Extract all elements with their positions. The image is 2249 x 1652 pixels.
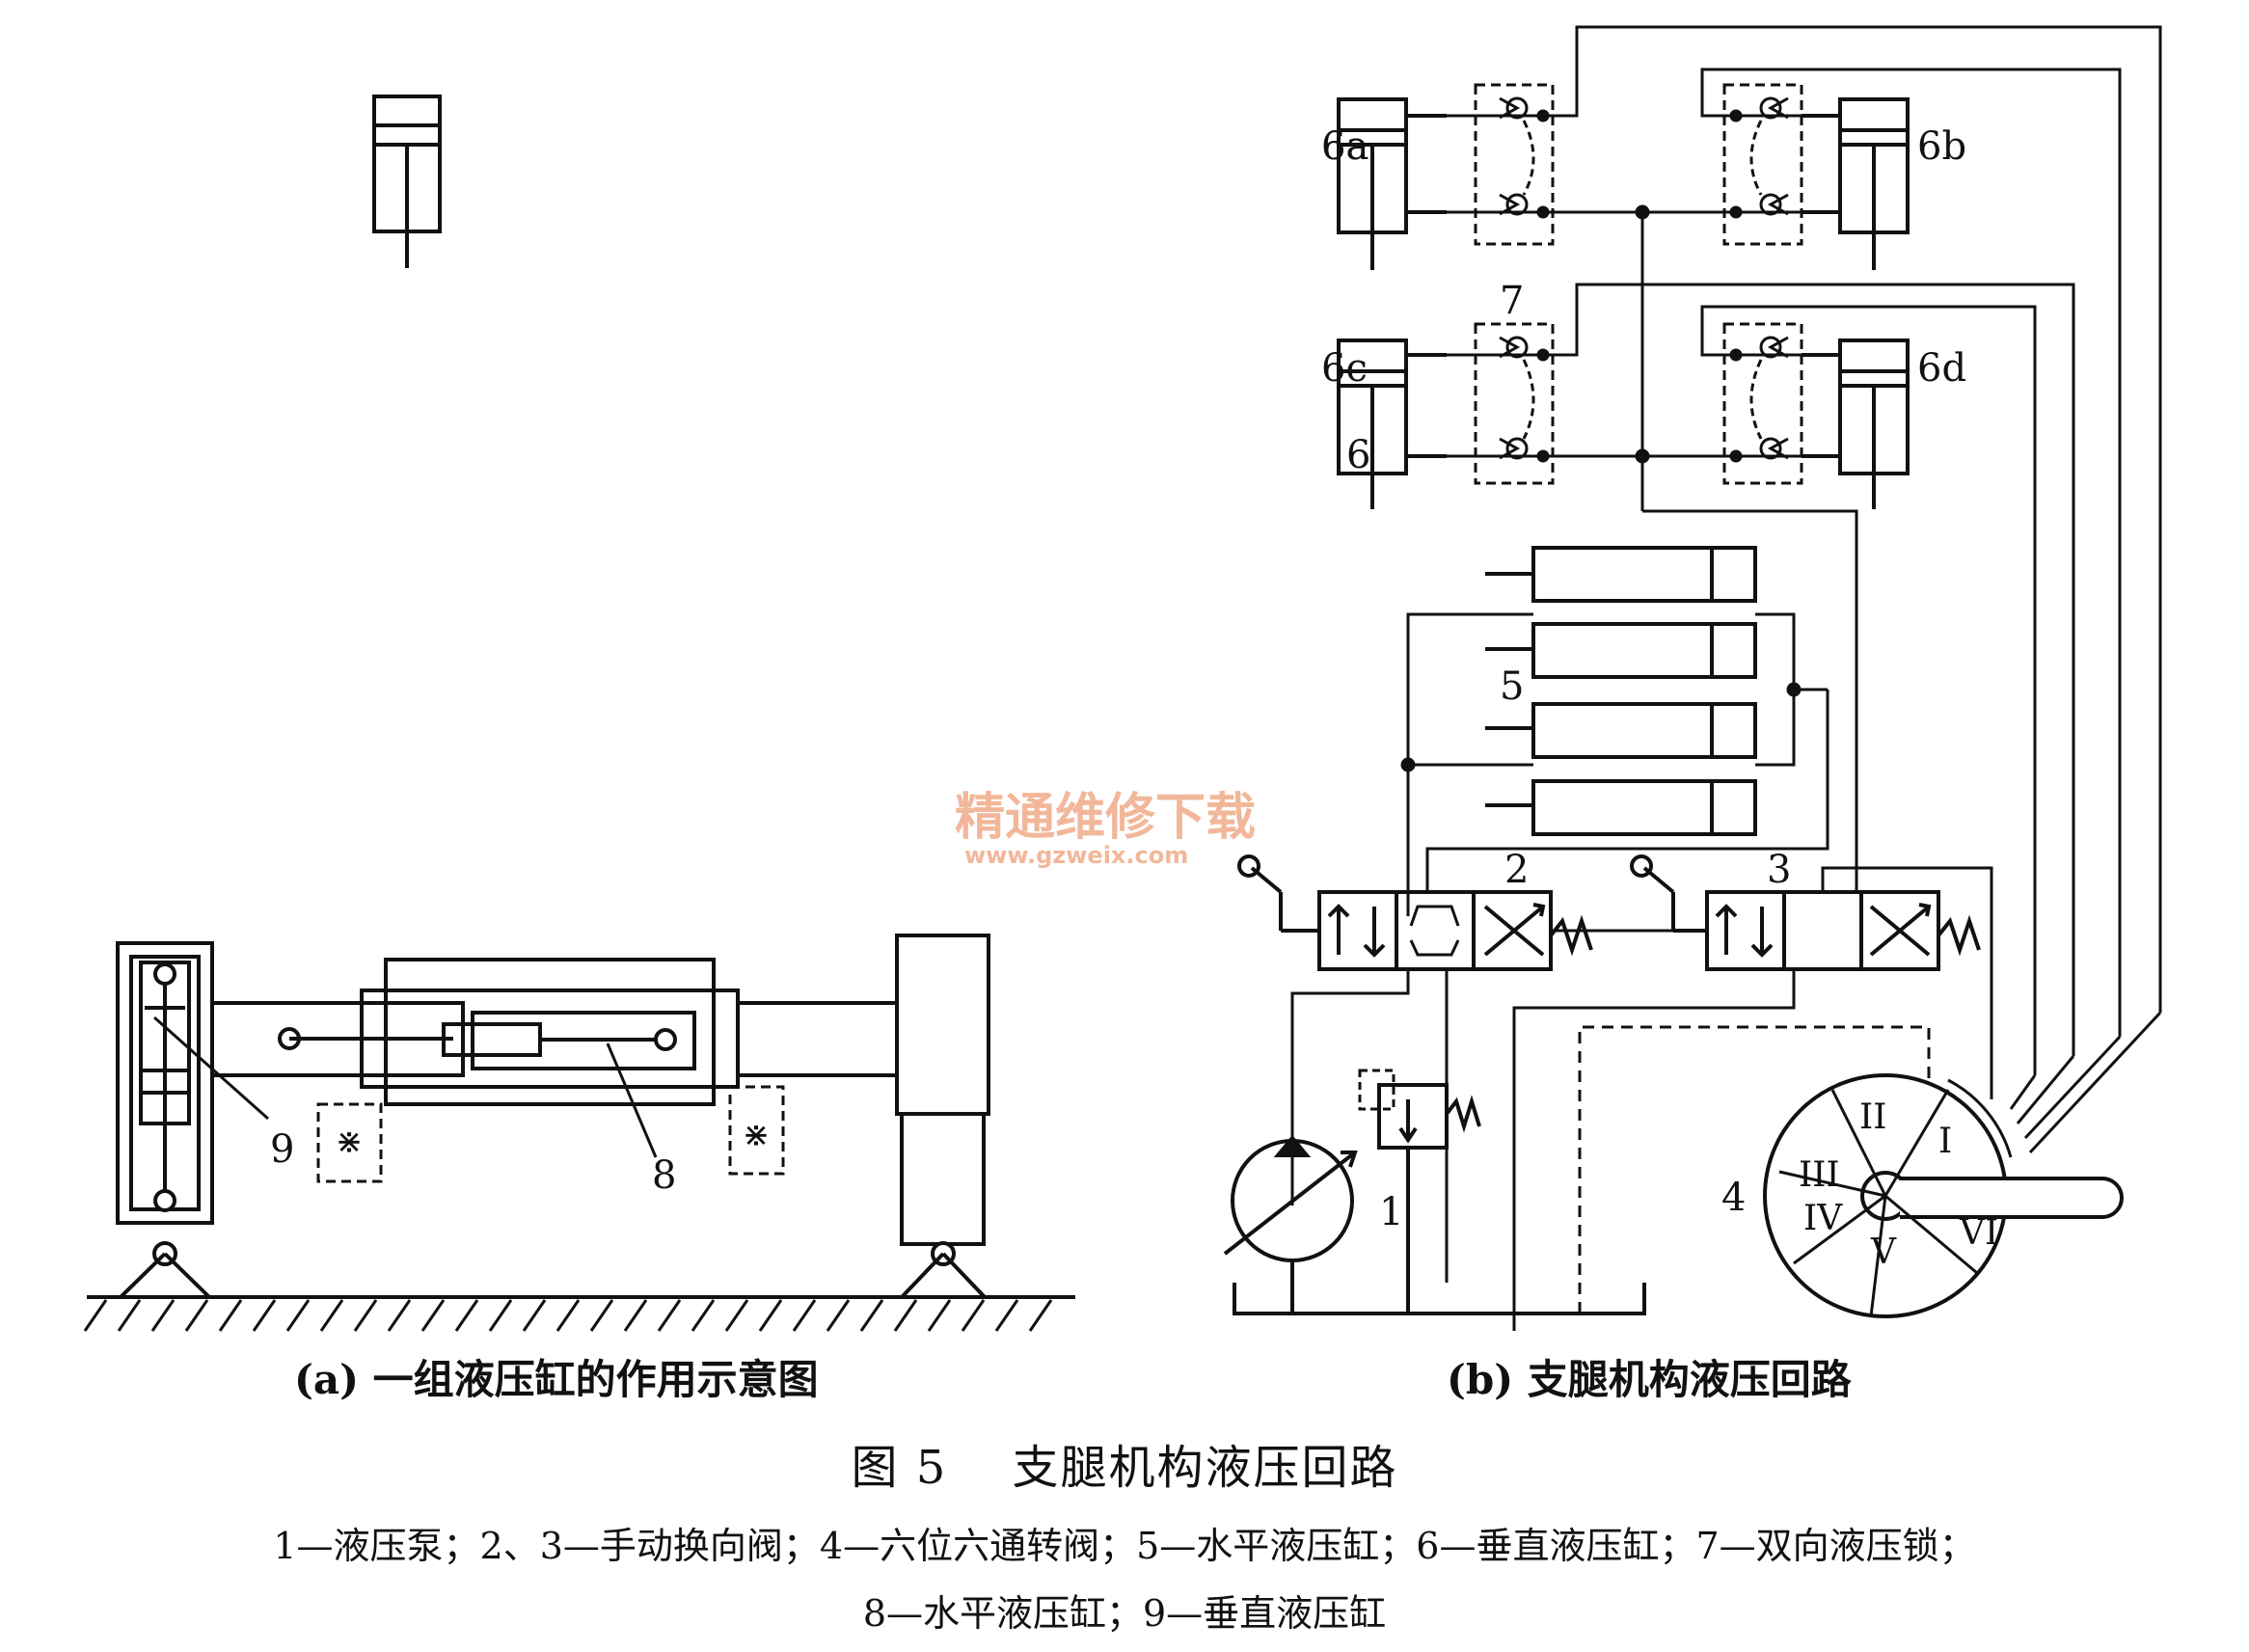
rotary-position-2: II <box>1859 1097 1886 1137</box>
horizontal-cylinder-5-3 <box>1485 702 1757 759</box>
cylinder-6d <box>1802 339 1910 509</box>
rotary-position-5: V <box>1870 1232 1897 1272</box>
watermark-text: 精通维修下载 <box>955 789 1256 847</box>
rotary-valve-4: I II III IV V VI 4 <box>1721 1011 2162 1318</box>
label-5: 5 <box>1500 664 1524 709</box>
hydraulic-pump <box>1223 1134 1358 1312</box>
label-1: 1 <box>1379 1190 1403 1234</box>
label-2: 2 <box>1504 848 1529 892</box>
svg-text:⋇: ⋇ <box>743 1116 771 1154</box>
label-3: 3 <box>1767 848 1791 892</box>
hydraulic-lock-6b <box>1722 83 1803 246</box>
outrigger-schematic: ⋇ ⋇ 9 8 <box>83 934 1075 1332</box>
label-6b: 6b <box>1917 124 1966 169</box>
horizontal-cylinder-8 <box>210 958 897 1106</box>
rotary-position-4: IV <box>1803 1199 1843 1238</box>
subcaption-a: (a) 一组液压缸的作用示意图 <box>294 1356 819 1403</box>
legend-line-2: 8—水平液压缸；9—垂直液压缸 <box>862 1592 1387 1635</box>
rotary-position-1: I <box>1938 1122 1952 1161</box>
horizontal-cylinder-5-1 <box>1485 546 1757 603</box>
subcaption-b: (b) 支腿机构液压回路 <box>1447 1356 1853 1403</box>
right-support-column <box>895 934 990 1299</box>
label-9: 9 <box>270 1127 294 1172</box>
figure-title: 图 5 支腿机构液压回路 <box>851 1441 1398 1495</box>
rotary-position-6: VI <box>1959 1213 1998 1253</box>
ground-hatching <box>83 1299 1053 1332</box>
lock-piping <box>1553 25 2162 1075</box>
oil-tank <box>1233 1025 1931 1315</box>
vertical-cylinder-9 <box>116 941 214 1299</box>
label-4: 4 <box>1721 1176 1746 1220</box>
label-6c: 6c <box>1321 346 1368 391</box>
valve-piping <box>1290 866 1993 1331</box>
label-7: 7 <box>1500 279 1524 323</box>
label-8: 8 <box>652 1153 676 1198</box>
hydraulic-lock-6c <box>1447 322 1555 485</box>
legend-line-1: 1—液压泵；2、3—手动换向阀；4—六位六通转阀；5—水平液压缸；6—垂直液压缸… <box>273 1525 1976 1567</box>
label-6d: 6d <box>1917 346 1966 391</box>
cylinder-6a <box>1337 97 1447 270</box>
label-6a: 6a <box>1321 124 1368 169</box>
svg-text:⋇: ⋇ <box>336 1123 364 1161</box>
directional-valve-3: 3 <box>1630 848 1981 971</box>
hydraulic-lock-6a <box>1447 83 1555 246</box>
directional-valve-2: 2 <box>1237 848 1593 971</box>
dashed-pad-right: ⋇ <box>728 1085 785 1176</box>
cylinder-5-piping <box>1400 612 1829 916</box>
hydraulic-lock-6d <box>1722 322 1803 485</box>
dashed-pad-left: ⋇ <box>316 1102 383 1183</box>
cylinder-6b <box>1802 97 1910 270</box>
horizontal-cylinder-5-2 <box>1485 622 1757 679</box>
relief-valve: 1 <box>1358 1069 1481 1234</box>
rotary-position-3: III <box>1799 1155 1840 1195</box>
cylinder-6c <box>1337 339 1447 509</box>
watermark-url: www.gzweix.com <box>964 842 1188 869</box>
label-6: 6 <box>1346 433 1370 477</box>
horizontal-cylinder-5-4 <box>1485 779 1757 836</box>
